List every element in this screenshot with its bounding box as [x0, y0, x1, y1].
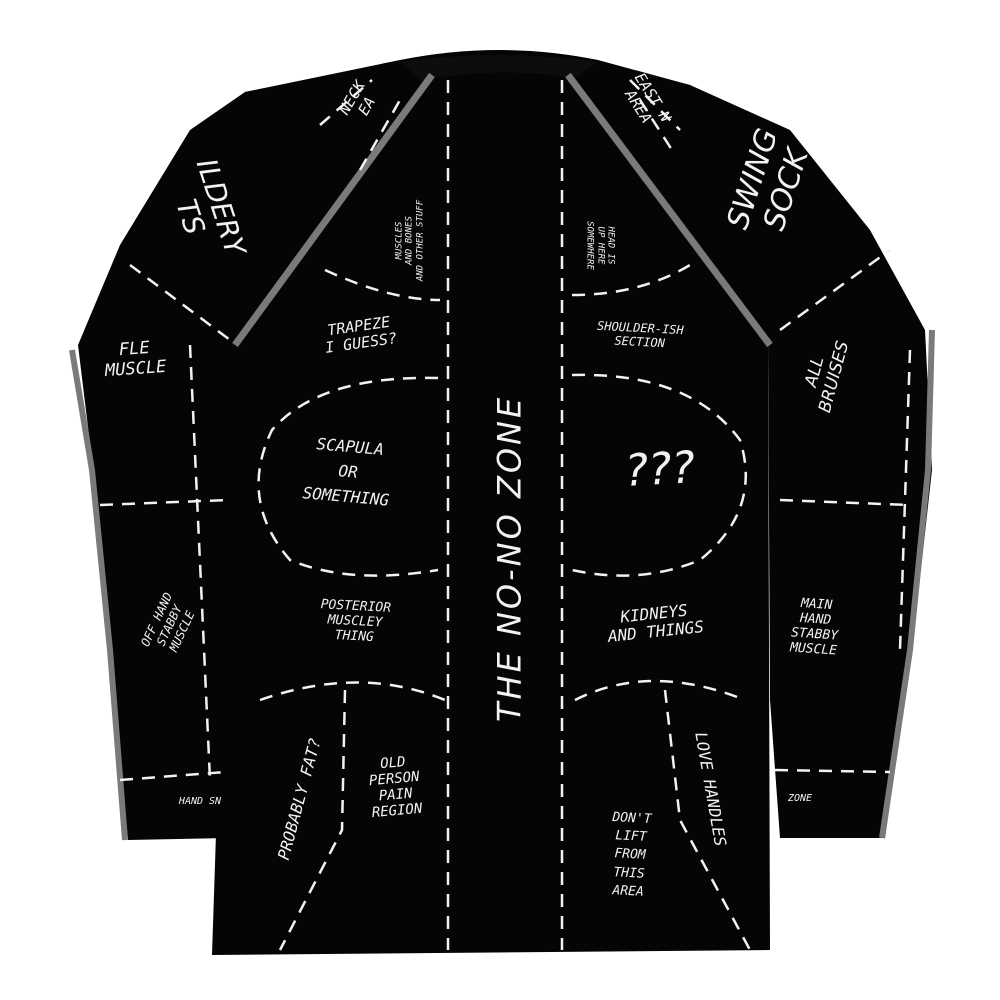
question-marks-label: ??? [623, 442, 697, 497]
side-trim-left [69, 349, 128, 841]
hand-right-label: ZONE [787, 793, 813, 804]
right-sleeve [598, 62, 932, 838]
raglan-seam-left [232, 72, 435, 348]
dashed-guides [99, 79, 912, 951]
hand-left-label: HAND SN [178, 796, 222, 807]
scapula-label: SCAPULA OR SOMETHING [301, 434, 390, 510]
muscles-bones-label: MUSCLES AND BONES AND OTHER STUFF [394, 199, 426, 282]
old-person-label: OLD PERSON PAIN REGION [368, 754, 423, 822]
posterior-label: POSTERIOR MUSCLEY THING [320, 597, 392, 645]
left-sleeve [78, 62, 400, 840]
flex-muscle-label: FLE MUSCLE [104, 337, 167, 381]
main-hand-label: MAIN HAND STABBY MUSCLE [789, 595, 839, 659]
torso [212, 50, 770, 955]
center-label: THE NO-NO ZONE [490, 394, 529, 723]
side-trim-right [879, 329, 935, 839]
raglan-seam-right [565, 72, 773, 348]
dont-lift-label: DON'T LIFT FROM THIS AREA [611, 810, 652, 900]
head-up-here-label: HEAD IS UP HERE SOMEWHERE [584, 221, 616, 270]
collar [400, 55, 598, 80]
